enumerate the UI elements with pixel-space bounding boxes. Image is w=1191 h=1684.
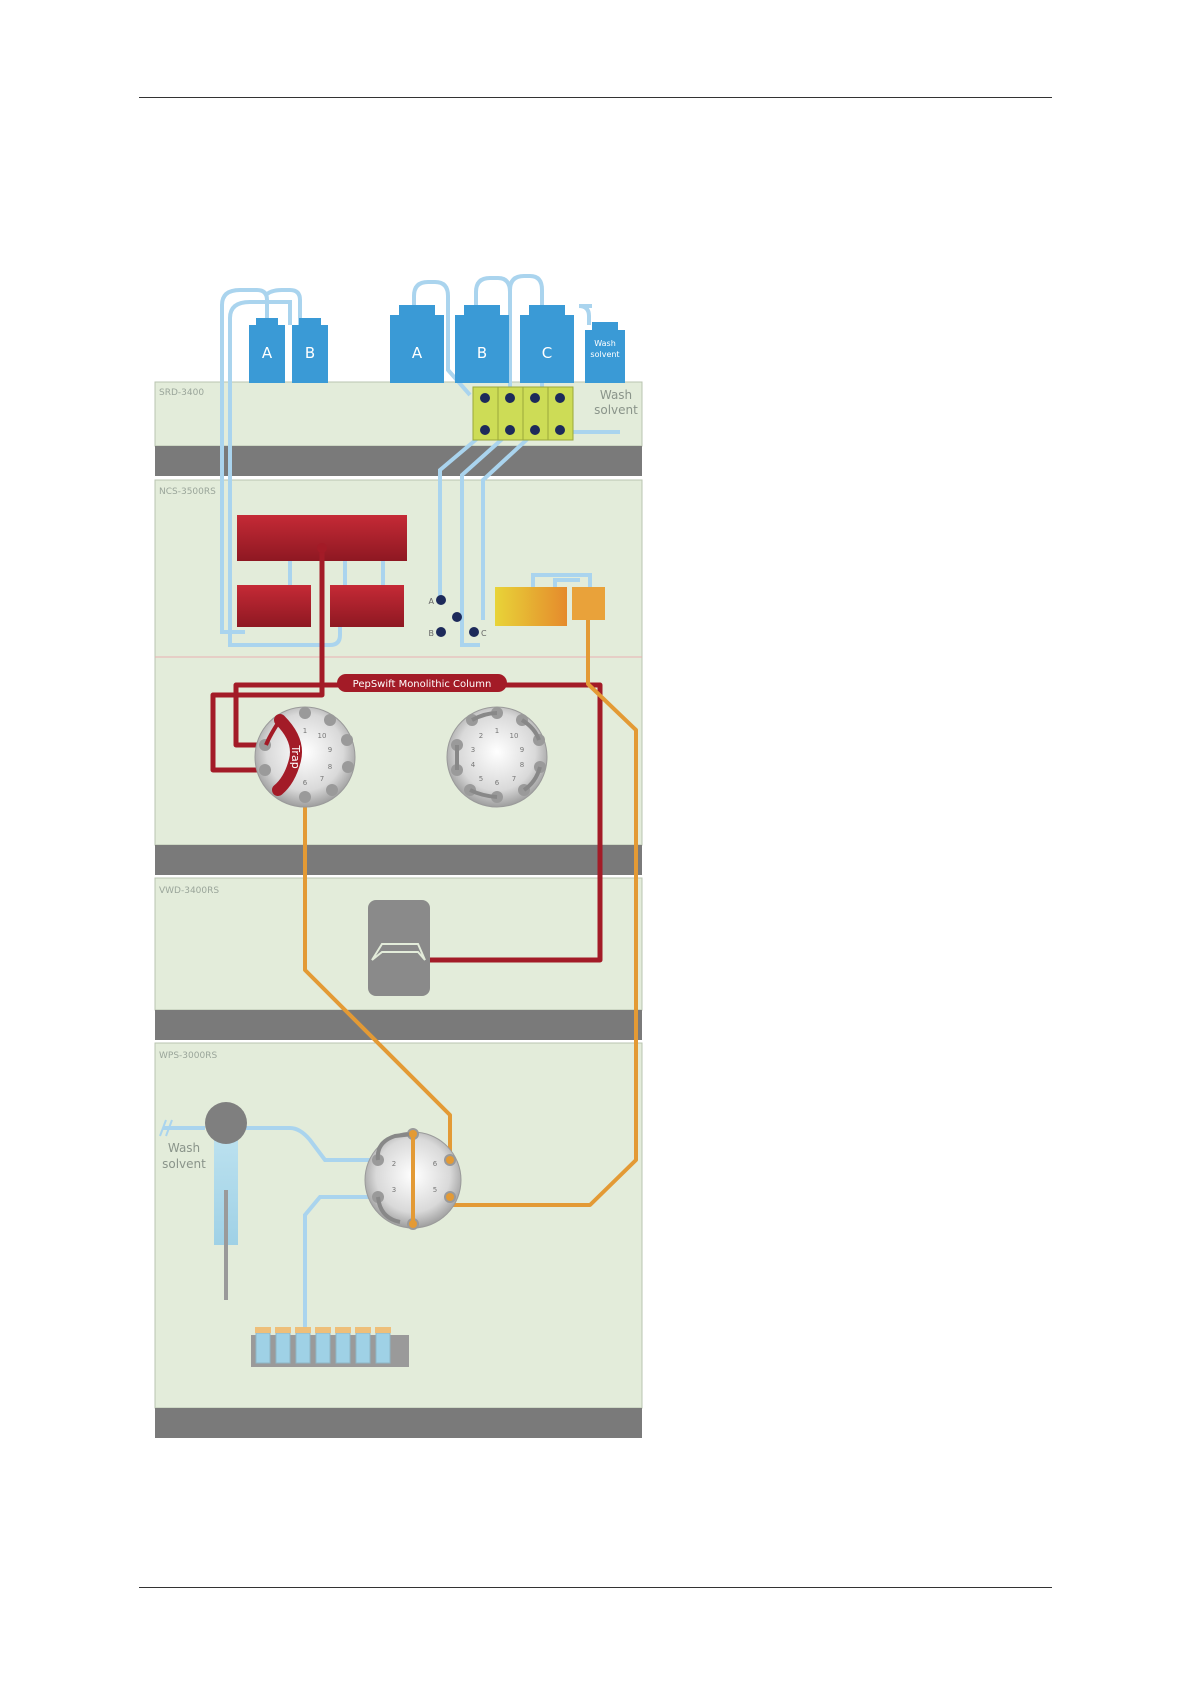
svg-text:A: A bbox=[429, 597, 435, 606]
svg-text:A: A bbox=[262, 344, 273, 362]
svg-text:6: 6 bbox=[495, 779, 500, 787]
svg-text:1: 1 bbox=[303, 727, 307, 735]
svg-text:4: 4 bbox=[471, 761, 476, 769]
svg-text:B: B bbox=[429, 629, 435, 638]
svg-text:2: 2 bbox=[392, 1160, 396, 1168]
degasser-block bbox=[473, 387, 573, 440]
svg-text:Wash: Wash bbox=[168, 1141, 200, 1155]
svg-text:Wash: Wash bbox=[594, 339, 616, 348]
svg-text:9: 9 bbox=[328, 746, 332, 754]
svg-text:3: 3 bbox=[392, 1186, 396, 1194]
svg-text:5: 5 bbox=[479, 775, 483, 783]
svg-text:B: B bbox=[477, 344, 487, 362]
pump-head-right bbox=[330, 585, 404, 627]
svg-text:10: 10 bbox=[510, 732, 519, 740]
monolithic-column: PepSwift Monolithic Column bbox=[337, 674, 507, 692]
bottle-right-b: B bbox=[455, 305, 509, 383]
pump-outlet-dot bbox=[317, 543, 327, 553]
svg-text:3: 3 bbox=[471, 746, 475, 754]
valve-10-port-right: 1 2 10 3 9 4 8 5 7 6 bbox=[447, 707, 547, 807]
bottle-wash: Wash solvent bbox=[585, 322, 625, 383]
svg-text:9: 9 bbox=[520, 746, 524, 754]
svg-text:2: 2 bbox=[479, 732, 483, 740]
ncs-label: NCS-3500RS bbox=[159, 487, 216, 497]
valve-10-port-left: Trap 1 10 9 8 7 6 bbox=[255, 707, 355, 807]
svg-text:10: 10 bbox=[318, 732, 327, 740]
svg-text:C: C bbox=[481, 629, 487, 638]
svg-text:A: A bbox=[412, 344, 423, 362]
degasser-wash-label: Wash solvent bbox=[594, 388, 638, 417]
svg-text:5: 5 bbox=[433, 1186, 437, 1194]
svg-text:8: 8 bbox=[328, 763, 332, 771]
svg-text:6: 6 bbox=[433, 1160, 438, 1168]
pump-head-left bbox=[237, 585, 311, 627]
vwd-label: VWD-3400RS bbox=[159, 886, 219, 896]
bottle-left-a: A bbox=[249, 318, 285, 383]
svg-text:7: 7 bbox=[512, 775, 516, 783]
svg-text:1: 1 bbox=[495, 727, 499, 735]
svg-text:6: 6 bbox=[303, 779, 308, 787]
uv-flow-cell bbox=[368, 900, 430, 996]
pump-port-mid bbox=[452, 612, 462, 622]
srd-label: SRD-3400 bbox=[159, 388, 204, 398]
bottle-right-c: C bbox=[520, 305, 574, 383]
wps-label: WPS-3000RS bbox=[159, 1051, 217, 1061]
trap-label: Trap bbox=[289, 744, 302, 768]
svg-text:7: 7 bbox=[320, 775, 324, 783]
svg-text:B: B bbox=[305, 344, 315, 362]
svg-text:solvent: solvent bbox=[594, 403, 638, 417]
svg-text:solvent: solvent bbox=[162, 1157, 206, 1171]
bottle-left-b: B bbox=[292, 318, 328, 383]
bottle-right-a: A bbox=[390, 305, 444, 383]
svg-text:solvent: solvent bbox=[590, 350, 619, 359]
svg-text:PepSwift Monolithic Column: PepSwift Monolithic Column bbox=[353, 679, 492, 690]
svg-text:8: 8 bbox=[520, 761, 524, 769]
svg-text:Wash: Wash bbox=[600, 388, 632, 402]
svg-text:C: C bbox=[542, 344, 552, 362]
